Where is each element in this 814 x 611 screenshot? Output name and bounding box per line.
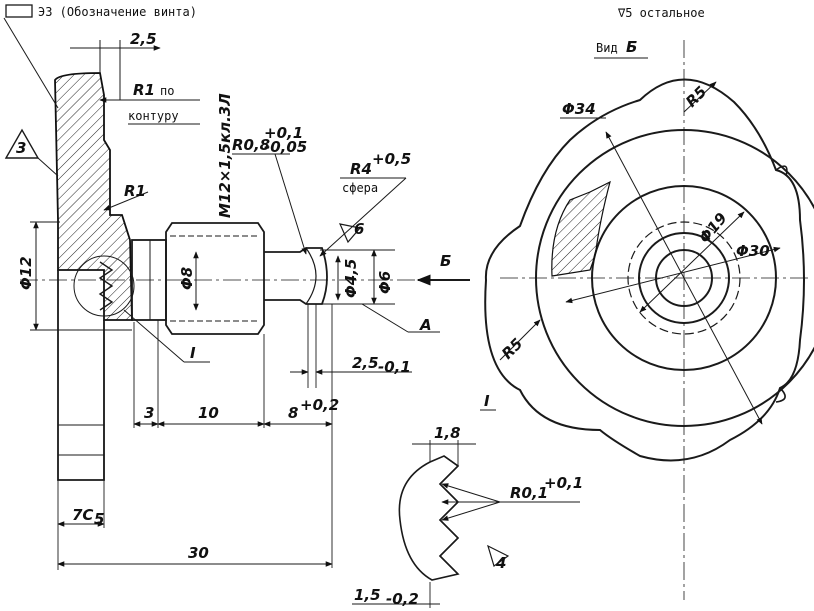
- d45-label: Φ4,5: [342, 259, 360, 298]
- view-b: Вид Б Φ34 Φ19 Φ30 R5 R5: [484, 38, 814, 600]
- r08-dn-label: -0,05: [264, 138, 307, 156]
- arrow-b-label: Б: [440, 252, 451, 270]
- d6-label: Φ6: [376, 271, 394, 294]
- detail-view-i: I 1,8 R0,1 +0,1 4 1,5 -0,2: [352, 392, 583, 608]
- flange-lower: [57, 270, 105, 481]
- detail-i-label: I: [190, 344, 196, 362]
- pin: [264, 247, 328, 305]
- handwheel-outline: [484, 78, 805, 462]
- roughness-mark-3: [4, 128, 40, 159]
- dim-2-5-bot-label: 2,5: [352, 354, 379, 372]
- dim-1-8-label: 1,8: [434, 424, 461, 442]
- dim-2-5-bot-tol-label: -0,1: [378, 358, 411, 376]
- threaded-shank: [165, 222, 265, 335]
- r4-label: R4: [350, 160, 372, 178]
- mark-3-label: 3: [16, 139, 26, 157]
- d19-label: Φ19: [695, 209, 730, 246]
- d34-label: Φ34: [562, 100, 596, 118]
- label-a-label: А: [419, 316, 432, 334]
- dim-1-5-label: 1,5: [354, 586, 381, 604]
- dim-3-label: 3: [144, 404, 154, 422]
- header: Э3 (Обозначение винта) ∇5 остальное: [5, 4, 705, 20]
- title-letter-label: Б: [626, 38, 637, 56]
- dim-2-5-top-label: 2,5: [130, 30, 157, 48]
- dim-8-label: 8: [288, 404, 298, 422]
- d30-label: Φ30: [736, 242, 770, 260]
- r08-label: R0,8: [232, 136, 270, 154]
- rough6-label: 6: [354, 220, 364, 238]
- title-label: I: [484, 392, 490, 410]
- dim-10-label: 10: [198, 404, 219, 422]
- r4-tol-label: +0,5: [372, 150, 411, 168]
- dim-1-5-tol-label: -0,2: [386, 590, 419, 608]
- thread-label: M12×1,5кл.3Л: [216, 93, 234, 218]
- r1-contour-a-label: R1: [133, 81, 155, 99]
- title-prefix-label: Вид: [596, 41, 618, 55]
- detail-i-circle: [73, 255, 135, 317]
- dim-8-tol-label: +0,2: [300, 396, 339, 414]
- designation-box-label: Э3 (Обозначение винта): [38, 5, 197, 19]
- section-view: 2,5 R1 по контуру 3 R1 M12×1,5кл.3Л R0,8…: [3, 17, 470, 570]
- r08-up-label: +0,1: [264, 124, 303, 142]
- sphere-label: сфера: [342, 181, 378, 195]
- dim-7c-label: 7C: [72, 506, 93, 524]
- r1-label: R1: [124, 182, 146, 200]
- r5-top-label: R5: [682, 83, 710, 111]
- r01-label: R0,1: [510, 484, 548, 502]
- r5-left-label: R5: [498, 335, 526, 363]
- dim-30-label: 30: [188, 544, 209, 562]
- dim-7c-sub-label: 5: [94, 510, 104, 528]
- r1-contour-b-label: по: [160, 84, 174, 98]
- r1-contour-c-label: контуру: [128, 109, 179, 123]
- roughness-rest-note: ∇5 остальное: [617, 6, 705, 20]
- designation-box: [5, 4, 33, 18]
- d12-label: Φ12: [17, 256, 35, 290]
- rough4-label: 4: [495, 554, 506, 572]
- flange-upper: [54, 72, 133, 321]
- d8-label: Φ8: [178, 267, 196, 290]
- r01-tol-label: +0,1: [544, 474, 583, 492]
